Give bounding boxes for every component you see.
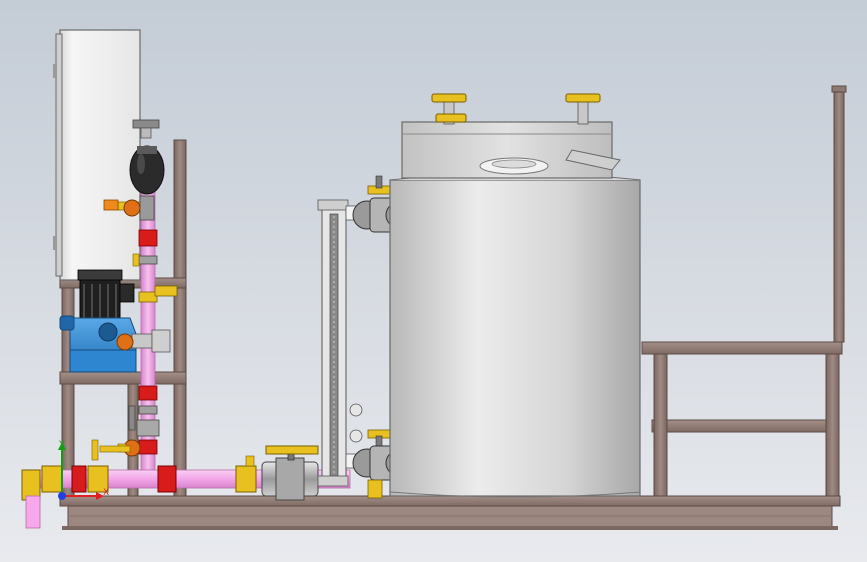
main-ball-valve[interactable] xyxy=(261,445,319,501)
base-skid[interactable] xyxy=(59,495,841,530)
suction-valve-assembly[interactable] xyxy=(91,405,141,461)
pipe-fittings-red xyxy=(132,229,178,455)
lid-nozzle-left[interactable] xyxy=(431,93,467,125)
pulsation-dampener[interactable] xyxy=(129,119,165,195)
tank-lid-housing[interactable] xyxy=(401,121,621,179)
upper-ball-valve[interactable] xyxy=(103,195,155,221)
lid-nozzle-right[interactable] xyxy=(565,93,601,125)
right-support-frame[interactable] xyxy=(641,85,847,497)
coordinate-triad xyxy=(58,442,104,500)
chemical-storage-tank[interactable] xyxy=(389,172,641,498)
level-sight-glass[interactable] xyxy=(317,199,363,487)
metering-pump[interactable] xyxy=(59,315,171,373)
control-cabinet[interactable] xyxy=(53,29,141,281)
